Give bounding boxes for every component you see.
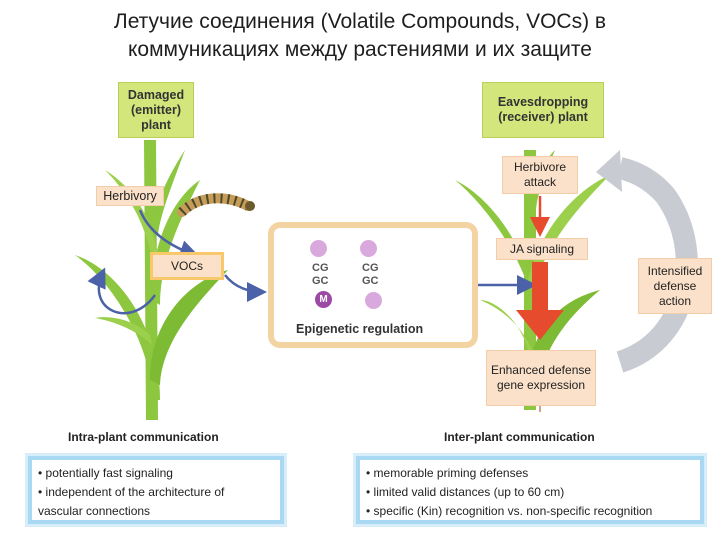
intensified-defense-label: Intensified defense action [647, 263, 703, 308]
methyl-circle-faded-2 [360, 240, 377, 257]
enhanced-expression-label: Enhanced defense gene expression [490, 363, 592, 392]
intra-plant-info: • potentially fast signaling • independe… [28, 456, 284, 524]
cg-pair-1: CG GC [312, 262, 329, 288]
cg-pair-1-top: CG [312, 262, 329, 274]
ja-signaling-label: JA signaling [509, 241, 575, 256]
methyl-mark: M [319, 294, 328, 305]
inter-item-3: • specific (Kin) recognition vs. non-spe… [366, 504, 653, 518]
vocs-box: VOCs [150, 252, 224, 280]
feedback-cycle-arrow [596, 150, 698, 373]
cg-pair-1-bottom: GC [312, 275, 329, 287]
vocs-label: VOCs [170, 258, 203, 273]
intra-item-2: • independent of the architecture of [38, 485, 225, 499]
receiver-plant-label: Eavesdropping (receiver) plant [497, 95, 589, 124]
defense-gene-label: Defense gene [414, 263, 461, 293]
caterpillar-icon [177, 193, 255, 217]
herbivore-attack-box: Herbivore attack [502, 156, 578, 194]
herbivory-label: Herbivory [103, 188, 157, 203]
ja-signaling-box: JA signaling [496, 238, 588, 260]
intra-plant-title: Intra-plant communication [68, 430, 219, 444]
intra-item-3: vascular connections [38, 504, 151, 518]
vocs-to-epigenetic-arrow [224, 274, 267, 302]
epigenetic-regulation-label: Epigenetic regulation [296, 322, 424, 336]
cg-pair-2-top: CG [362, 262, 379, 274]
cg-pair-2-bottom: GC [362, 275, 379, 287]
emitter-plant [75, 139, 228, 421]
intra-item-1: • potentially fast signaling [38, 466, 173, 480]
title-line-2: коммуникациях между растениями и их защи… [128, 38, 592, 61]
intensified-defense-box: Intensified defense action [638, 258, 712, 314]
emitter-plant-label: Damaged (emitter) plant [127, 87, 185, 132]
inter-plant-info: • memorable priming defenses • limited v… [356, 456, 704, 524]
methyl-circle-faded-3 [365, 292, 382, 309]
ja-to-expression-arrow [516, 262, 564, 340]
vocs-loop-arrow [87, 267, 157, 315]
page-title: Летучие соединения (Volatile Compounds, … [0, 8, 720, 64]
inter-item-1: • memorable priming defenses [366, 466, 529, 480]
inter-item-2: • limited valid distances (up to 60 cm) [366, 485, 565, 499]
inter-plant-title: Inter-plant communication [444, 430, 595, 444]
receiver-plant-box: Eavesdropping (receiver) plant [482, 82, 604, 138]
enhanced-expression-box: Enhanced defense gene expression [486, 350, 596, 406]
herbivore-attack-label: Herbivore attack [513, 160, 567, 189]
title-line-1: Летучие соединения (Volatile Compounds, … [113, 10, 607, 33]
emitter-plant-box: Damaged (emitter) plant [118, 82, 194, 138]
methyl-circle-faded-1 [310, 240, 327, 257]
herbivory-box: Herbivory [96, 186, 164, 206]
methyl-circle: M [315, 291, 332, 308]
cg-pair-2: CG GC [362, 262, 379, 288]
